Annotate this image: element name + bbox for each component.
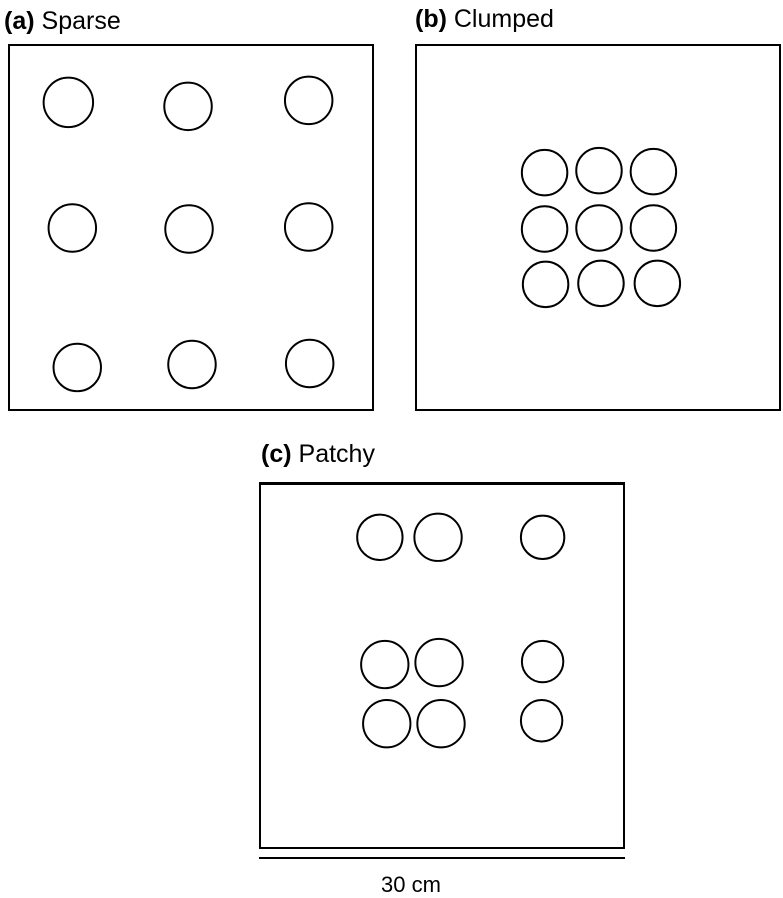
scale-bar [259, 857, 625, 859]
circle-2 [413, 512, 463, 562]
panel-a-label: (a) Sparse [4, 6, 121, 36]
circle-5 [164, 204, 214, 254]
panel-a-name: Sparse [41, 7, 121, 35]
panel-a-sparse-box [8, 44, 374, 411]
circle-9 [284, 338, 335, 389]
panel-b-clumped-box [415, 44, 781, 411]
circle-3 [519, 514, 566, 560]
circle-4 [520, 205, 569, 253]
circle-6 [629, 204, 678, 252]
panel-c-circles [356, 512, 566, 749]
circle-7 [52, 342, 102, 393]
panel-a-letter: (a) [4, 7, 35, 35]
circle-6 [283, 202, 334, 252]
circle-8 [577, 259, 625, 308]
circle-2 [163, 81, 213, 132]
circle-8 [167, 339, 217, 390]
panel-c-letter: (c) [261, 440, 292, 468]
circle-4 [360, 639, 410, 690]
circle-5 [575, 204, 623, 252]
circle-8 [416, 699, 466, 749]
circle-1 [42, 76, 95, 129]
circle-2 [575, 146, 623, 195]
panel-c-label: (c) Patchy [261, 439, 375, 469]
panel-b-label: (b) Clumped [415, 4, 554, 34]
scale-label: 30 cm [381, 872, 441, 897]
circle-5 [414, 637, 464, 688]
panel-c-name: Patchy [298, 440, 375, 468]
panel-b-circles [520, 146, 682, 309]
circle-3 [629, 147, 678, 196]
circle-3 [283, 75, 334, 126]
circle-9 [519, 699, 564, 743]
circle-1 [520, 148, 569, 197]
circle-7 [521, 260, 570, 309]
circle-6 [520, 639, 565, 684]
panel-b-name: Clumped [453, 5, 554, 33]
circle-1 [356, 513, 404, 561]
panel-c-patchy-box [259, 482, 625, 849]
panel-b-letter: (b) [415, 5, 447, 33]
circle-4 [47, 203, 98, 253]
panel-a-circles [42, 75, 335, 393]
circle-9 [633, 259, 682, 308]
circle-7 [362, 699, 412, 749]
